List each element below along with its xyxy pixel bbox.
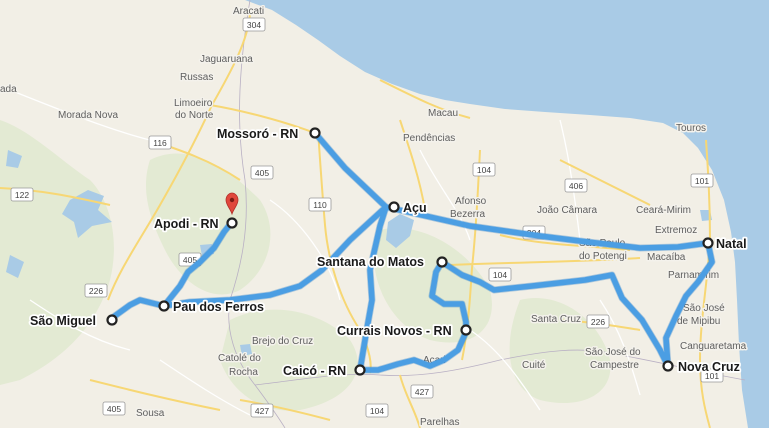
place-aracati: Aracati: [233, 6, 264, 17]
waypoint-marker-santana[interactable]: [436, 256, 448, 268]
shield-s101b: 101: [700, 368, 724, 383]
place-do-potengi: do Potengi: [579, 251, 627, 262]
place-macau: Macau: [428, 108, 458, 119]
svg-text:405: 405: [183, 255, 197, 265]
waypoint-marker-acu[interactable]: [388, 201, 400, 213]
place-macaiba: Macaíba: [647, 252, 686, 263]
place-do-norte: do Norte: [175, 110, 214, 121]
place-parnamirim: Parnamirim: [668, 270, 719, 281]
place-ada: ada: [0, 84, 17, 95]
shield-s427b: 427: [250, 403, 274, 418]
route-layer[interactable]: [108, 129, 716, 374]
waypoint-marker-nova-cruz[interactable]: [662, 360, 674, 372]
place-sao-jose: São José: [683, 303, 725, 314]
svg-text:405: 405: [255, 168, 269, 178]
svg-text:110: 110: [313, 200, 327, 210]
shield-s104a: 104: [472, 162, 496, 177]
place-extremoz: Extremoz: [655, 225, 697, 236]
place-cuite: Cuité: [522, 360, 546, 371]
place-de-mipibu: de Mipibu: [677, 316, 720, 327]
place-bezerra: Bezerra: [450, 209, 485, 220]
place-afonso: Afonso: [455, 196, 487, 207]
state-borders: [228, 0, 746, 428]
shield-s427a: 427: [410, 384, 434, 399]
shield-s116: 116: [148, 135, 172, 150]
svg-text:427: 427: [255, 406, 269, 416]
svg-text:104: 104: [493, 270, 507, 280]
place-sao-jose-do: São José do: [585, 347, 641, 358]
svg-text:406: 406: [569, 181, 583, 191]
waypoint-markers[interactable]: [106, 127, 714, 376]
waypoint-marker-natal[interactable]: [702, 237, 714, 249]
city-label-apodi: Apodi - RN: [154, 217, 219, 231]
svg-text:122: 122: [15, 190, 29, 200]
city-label-santana: Santana do Matos: [317, 255, 424, 269]
city-label-nova-cruz: Nova Cruz: [678, 360, 740, 374]
place-campestre: Campestre: [590, 360, 639, 371]
shield-s406: 406: [564, 178, 588, 193]
svg-text:101: 101: [695, 176, 709, 186]
waypoint-marker-mossoro[interactable]: [309, 127, 321, 139]
place-touros: Touros: [676, 123, 706, 134]
location-pin-icon[interactable]: [225, 192, 239, 216]
place-joao-camara: João Câmara: [537, 205, 597, 216]
svg-text:101: 101: [705, 371, 719, 381]
waypoint-marker-pau-dos-ferros[interactable]: [158, 300, 170, 312]
place-pendencias: Pendências: [403, 133, 455, 144]
place-sousa: Sousa: [136, 408, 165, 419]
place-rocha: Rocha: [229, 367, 258, 378]
place-russas: Russas: [180, 72, 213, 83]
place-santa-cruz: Santa Cruz: [531, 314, 581, 325]
svg-text:427: 427: [415, 387, 429, 397]
place-limoeiro: Limoeiro: [174, 98, 213, 109]
shield-s101a: 101: [690, 173, 714, 188]
svg-text:304: 304: [247, 20, 261, 30]
shield-s405a: 405: [250, 165, 274, 180]
place-ceara-mirim: Ceará-Mirim: [636, 205, 691, 216]
shield-s104b: 104: [488, 267, 512, 282]
city-label-acu: Açu: [403, 201, 427, 215]
svg-text:226: 226: [591, 317, 605, 327]
svg-text:116: 116: [153, 138, 167, 148]
svg-text:226: 226: [89, 286, 103, 296]
route-path[interactable]: [109, 130, 715, 373]
city-label-caico: Caicó - RN: [283, 364, 346, 378]
city-labels: Mossoró - RN Apodi - RN Açu Natal Santan…: [28, 125, 748, 380]
place-jaguaruana: Jaguaruana: [200, 54, 253, 65]
shield-s110: 110: [308, 197, 332, 212]
place-brejo-do-cruz: Brejo do Cruz: [252, 336, 313, 347]
svg-text:405: 405: [107, 404, 121, 414]
svg-text:104: 104: [477, 165, 491, 175]
city-label-sao-miguel: São Miguel: [30, 314, 96, 328]
shield-s304a: 304: [242, 17, 266, 32]
city-label-pau-dos-ferros: Pau dos Ferros: [173, 300, 264, 314]
shield-s405c: 405: [102, 401, 126, 416]
place-catole-do: Catolé do: [218, 353, 261, 364]
place-parelhas: Parelhas: [420, 417, 459, 428]
shield-s226b: 226: [586, 314, 610, 329]
waypoint-marker-currais-novos[interactable]: [460, 324, 472, 336]
ocean: [245, 0, 769, 428]
place-morada-nova: Morada Nova: [58, 110, 118, 121]
place-labels: Aracati Jaguaruana Russas Limoeiro do No…: [0, 5, 748, 428]
shield-s226a: 226: [84, 283, 108, 298]
svg-text:104: 104: [370, 406, 384, 416]
shield-s104c: 104: [365, 403, 389, 418]
waypoint-marker-apodi[interactable]: [226, 217, 238, 229]
place-canguaretama: Canguaretama: [680, 341, 747, 352]
relief-layer: [0, 120, 611, 411]
shield-s122: 122: [10, 187, 34, 202]
city-label-mossoro: Mossoró - RN: [217, 127, 298, 141]
city-label-natal: Natal: [716, 237, 747, 251]
waypoint-marker-sao-miguel[interactable]: [106, 314, 118, 326]
waypoint-marker-caico[interactable]: [354, 364, 366, 376]
city-label-currais-novos: Currais Novos - RN: [337, 324, 452, 338]
